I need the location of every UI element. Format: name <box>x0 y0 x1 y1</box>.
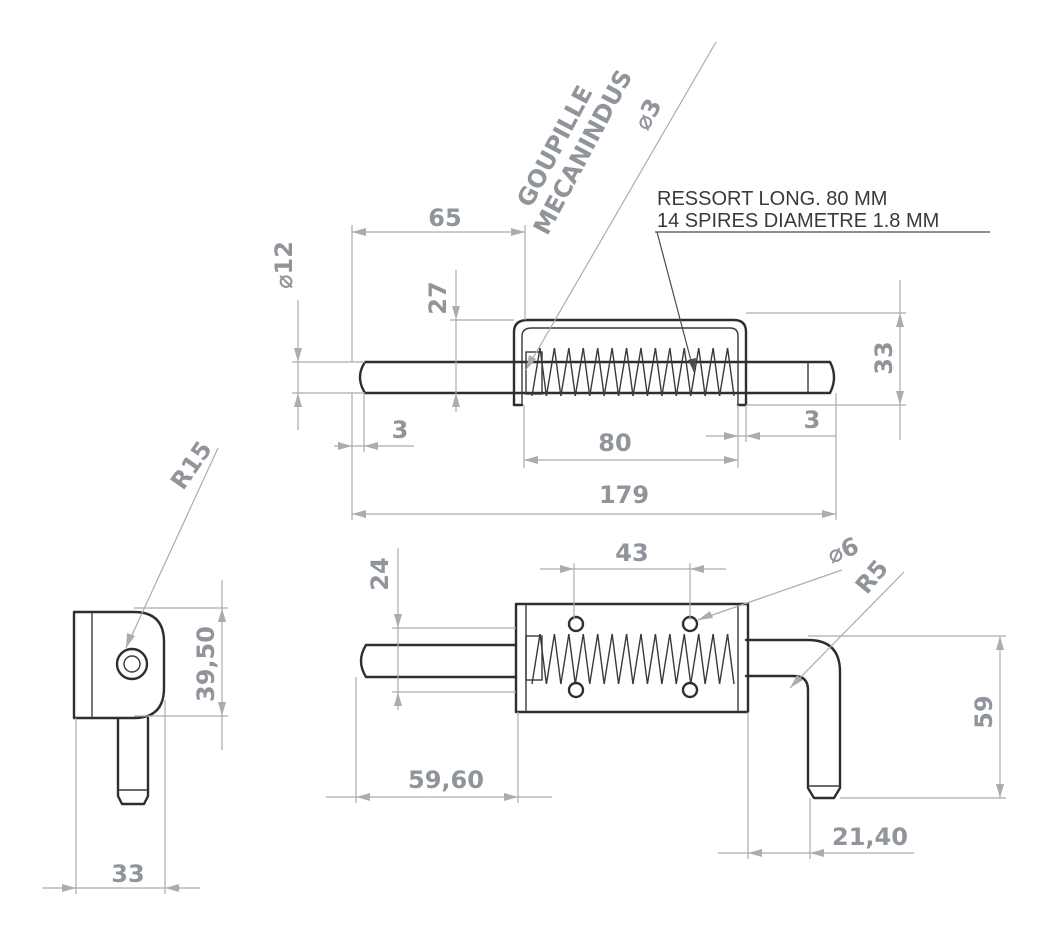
dim-3-left: 3 <box>392 416 409 444</box>
top-spring-collar <box>525 351 543 395</box>
side-bracket <box>72 610 166 720</box>
side-handle <box>116 716 150 806</box>
top-view-dimensions: 65 ⌀12 27 33 3 80 <box>270 204 906 520</box>
dim-80: 80 <box>598 429 631 457</box>
note-spring-line1: RESSORT LONG. 80 MM <box>657 188 887 210</box>
top-bracket <box>512 318 748 407</box>
dim-24: 24 <box>366 557 394 590</box>
dim-179: 179 <box>599 481 649 509</box>
dim-diameter-6: ⌀6 <box>823 532 862 570</box>
dim-21-40: 21,40 <box>832 823 908 851</box>
bottom-pin <box>359 643 518 679</box>
side-view-dimensions: R15 39,50 33 <box>42 436 228 894</box>
bottom-handle <box>744 638 842 800</box>
bottom-spring <box>531 633 729 685</box>
note-pin-diameter: ⌀3 <box>628 94 667 135</box>
side-view <box>72 610 166 806</box>
dim-3-right: 3 <box>804 406 821 434</box>
hole-top-left <box>567 615 585 633</box>
hole-bottom-left <box>567 681 585 699</box>
top-bracket-inner <box>521 327 739 405</box>
top-spring <box>531 347 729 397</box>
side-hole-inner <box>123 655 141 673</box>
bottom-bracket <box>514 602 750 714</box>
hole-bottom-right <box>681 681 699 699</box>
dim-39-50: 39,50 <box>192 626 220 702</box>
dim-33-right: 33 <box>870 341 898 374</box>
dim-27: 27 <box>424 281 452 314</box>
note-spring-line2: 14 SPIRES DIAMETRE 1.8 MM <box>657 210 939 232</box>
side-hole-outer <box>115 647 149 681</box>
dim-diameter-12: ⌀12 <box>270 241 298 289</box>
dim-33-bottom: 33 <box>111 860 144 888</box>
bottom-spring-back <box>539 633 735 685</box>
dim-59: 59 <box>970 695 998 728</box>
top-pin <box>358 360 836 395</box>
dim-r5: R5 <box>850 554 894 599</box>
spring-note: RESSORT LONG. 80 MM 14 SPIRES DIAMETRE 1… <box>655 188 990 373</box>
bottom-view <box>359 602 842 800</box>
dim-59-60: 59,60 <box>408 766 484 794</box>
bottom-view-dimensions: 43 24 ⌀6 R5 59 59,60 <box>326 532 1006 859</box>
top-spring-back <box>539 347 735 397</box>
bottom-spring-collar <box>525 635 543 681</box>
top-view <box>358 318 836 407</box>
dim-65: 65 <box>428 204 461 232</box>
dim-43: 43 <box>615 539 648 567</box>
